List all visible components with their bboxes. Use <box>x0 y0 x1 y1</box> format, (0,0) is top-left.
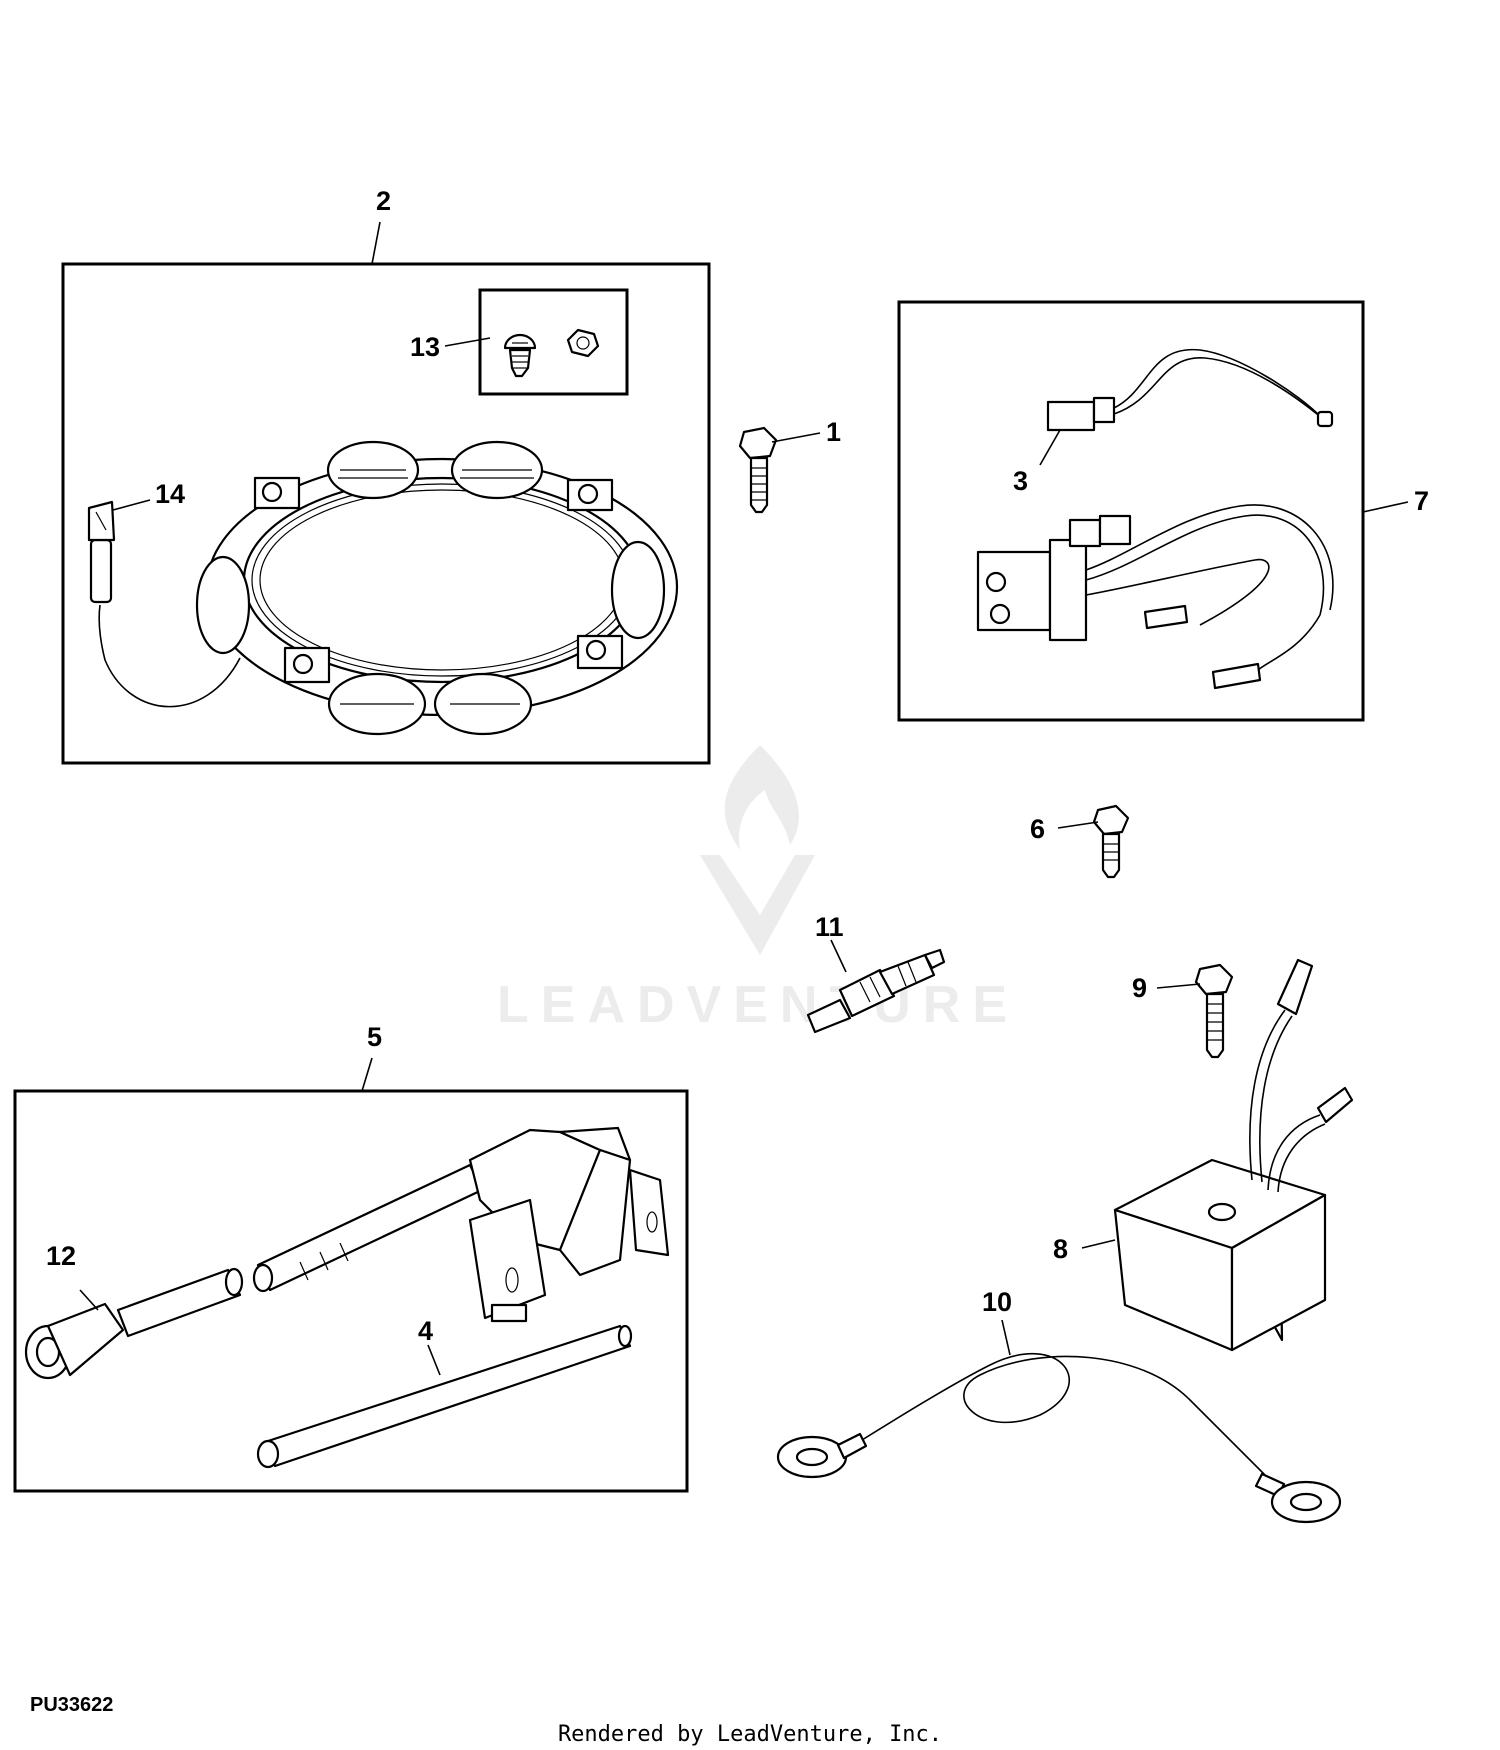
callout-8: 8 <box>1053 1234 1068 1264</box>
callout-12: 12 <box>46 1241 76 1271</box>
watermark-text: LEADVENTURE <box>497 976 1019 1034</box>
callout-5: 5 <box>367 1022 382 1052</box>
callout-2: 2 <box>376 186 391 216</box>
ground-wire-drawing <box>776 1353 1342 1524</box>
callout-1: 1 <box>826 417 841 447</box>
bolt-6-drawing <box>1092 804 1130 879</box>
callout-11: 11 <box>815 912 844 942</box>
screw-drawing <box>503 333 537 378</box>
spark-plug-drawing <box>806 948 946 1034</box>
rectifier-drawing <box>1113 958 1354 1352</box>
watermark-flame-icon <box>724 745 799 850</box>
callout-10: 10 <box>982 1287 1012 1317</box>
frame-harness-kit <box>897 300 1365 722</box>
spark-boot-drawing <box>24 1267 244 1380</box>
harness-7-drawing <box>976 504 1334 690</box>
callout-3: 3 <box>1013 466 1028 496</box>
callout-6: 6 <box>1030 814 1045 844</box>
callout-4: 4 <box>418 1316 433 1346</box>
watermark-v-icon <box>700 855 815 955</box>
stator-lead-drawing <box>87 500 241 708</box>
diagram-code: PU33622 <box>30 1694 114 1716</box>
tube-drawing <box>256 1324 633 1469</box>
stator-drawing <box>195 440 679 736</box>
frame-stator-kit <box>61 262 711 765</box>
bolt-1-drawing <box>738 426 778 514</box>
watermark: LEADVENTURE <box>497 745 1019 1034</box>
ignition-module-drawing <box>252 1126 670 1323</box>
harness-3-drawing <box>1046 348 1334 432</box>
bolt-9-drawing <box>1194 963 1234 1059</box>
callout-13: 13 <box>410 332 440 362</box>
nut-drawing <box>566 328 600 358</box>
callout-7: 7 <box>1414 486 1429 516</box>
frame-hardware <box>478 288 629 396</box>
callout-14: 14 <box>155 479 185 509</box>
frame-ignition-kit <box>13 1089 689 1493</box>
callout-9: 9 <box>1132 973 1147 1003</box>
footer-credit: Rendered by LeadVenture, Inc. <box>557 1722 943 1747</box>
